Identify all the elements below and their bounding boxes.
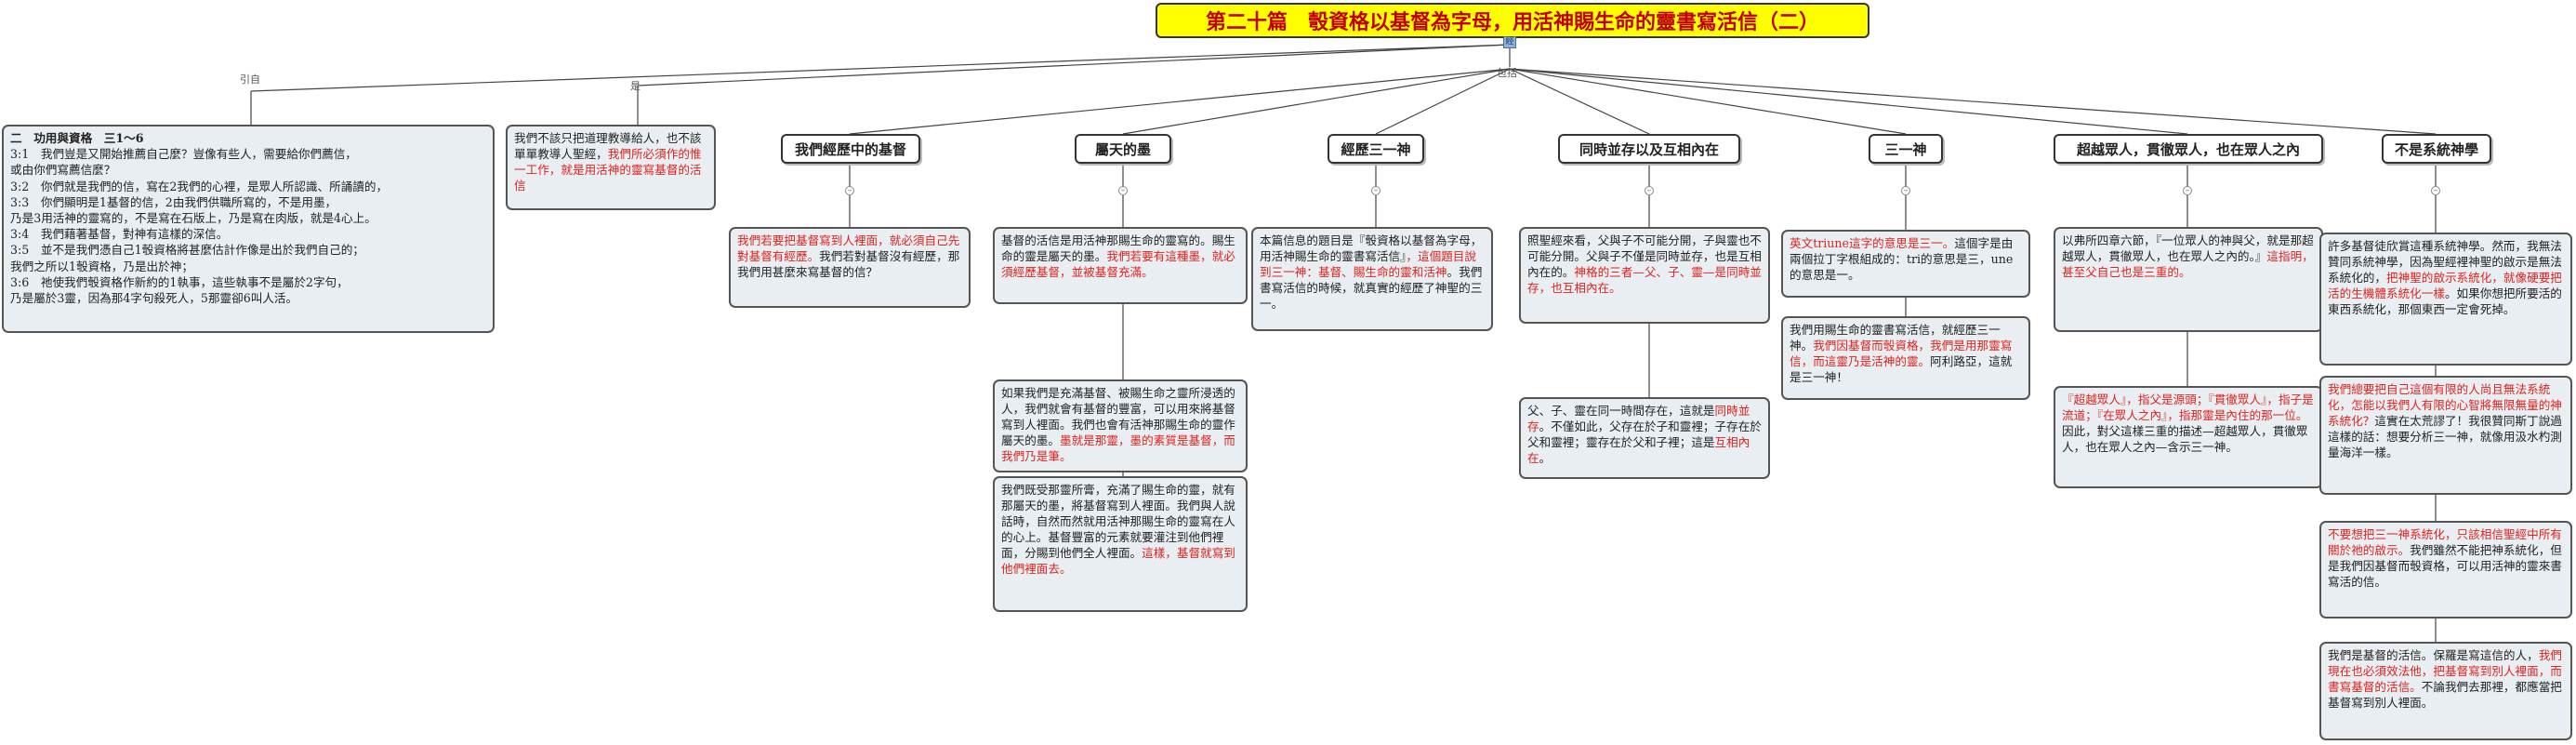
- note-text: 如果我們是充滿基督、被賜生命之靈所浸透的人，我們就會有基督的豐富，可以用來將基督…: [1001, 386, 1235, 447]
- category-heavenly-ink[interactable]: 屬天的墨: [1075, 134, 1171, 164]
- note-transcend-1: 以弗所四章六節，『一位眾人的神與父，就是那超越眾人，貫徹眾人，也在眾人之內的。』…: [2054, 227, 2323, 332]
- note-triune-2: 我們用賜生命的靈書寫活信，就經歷三一神。我們因基督而彀資格，我們是用那靈寫信，而…: [1781, 316, 2030, 400]
- main-note-box: 我們不該只把道理教導給人，也不該單單教導人聖經，我們所必須作的惟一工作，就是用活…: [506, 125, 716, 210]
- page-title: 第二十篇 彀資格以基督為字母，用活神賜生命的靈書寫活信（二）: [1156, 3, 1869, 38]
- hub-node-icon[interactable]: 經: [1503, 36, 1516, 48]
- note-triune-experience: 本篇信息的題目是『彀資格以基督為字母，用活神賜生命的靈書寫活信』，這個題目說到三…: [1251, 227, 1493, 331]
- note-systematic-4: 我們是基督的活信。保羅是寫這信的人，我們現在也必須效法他，把基督寫到別人裡面，而…: [2319, 642, 2572, 740]
- note-text: 照聖經來看，父與子不可能分開，子與靈也不可能分開。父與子不僅是同時並存，也是互相…: [1527, 233, 1762, 279]
- collapse-icon[interactable]: –: [2431, 186, 2440, 195]
- scripture-line: 3:1 我們豈是又開始推薦自己麼？豈像有些人，需要給你們薦信，: [10, 147, 357, 162]
- note-text: 阿利路亞，這就是三一神！: [1790, 354, 2013, 384]
- scripture-box: 二 功用與資格 三1～6 3:1 我們豈是又開始推薦自己麼？豈像有些人，需要給你…: [2, 125, 495, 333]
- note-coexist-1: 照聖經來看，父與子不可能分開，子與靈也不可能分開。父與子不僅是同時並存，也是互相…: [1519, 227, 1770, 324]
- category-christ-in-experience[interactable]: 我們經歷中的基督: [781, 134, 920, 164]
- note-text: 我們若對基督沒有經歷，那我們用甚麼來寫基督的信？: [737, 249, 960, 279]
- note-text: 因此，對父這樣三重的描述—超越眾人，貫徹眾人，也在眾人之內—含示三一神。: [2062, 424, 2308, 454]
- note-text: 。如果你想把所要活的東西系統化，那個東西一定會死掉。: [2328, 286, 2562, 316]
- note-triune-1: 英文triune這字的意思是三一。這個字是由兩個拉丁字根組成的：tri的意思是三…: [1781, 230, 2030, 298]
- note-highlight: 神格的三者—父、子、靈—是同時並存，也互相內在。: [1527, 265, 1762, 295]
- note-text: 。: [1539, 451, 1552, 465]
- note-transcend-2: 『超越眾人』，指父是源頭；『貫徹眾人』，指子是流道；『在眾人之內』，指那靈是內住…: [2054, 386, 2323, 488]
- collapse-icon[interactable]: –: [1901, 186, 1910, 195]
- main-note-highlight: 我們所必須作的惟一工作，就是用活神的靈寫基督的活信: [514, 147, 702, 193]
- note-text: 基督的活信是用活神那賜生命的靈寫的。賜生命的靈是屬天的墨。: [1001, 233, 1235, 263]
- note-text: 這個字是由兩個拉丁字根組成的：tri的意思是三，une的意思是一。: [1790, 236, 2014, 282]
- note-highlight: 不要想把三一神系統化，只該相信聖經中所有關於祂的啟示。: [2328, 527, 2562, 557]
- scripture-line: 3:5 並不是我們憑自己1彀資格將甚麼估計作像是出於我們自己的；: [10, 243, 364, 258]
- category-triune-god[interactable]: 三一神: [1869, 134, 1943, 164]
- branch-label-include: 包括: [1497, 67, 1517, 79]
- note-text: 。不僅如此，父存在於子和靈裡；子存在於父和靈裡；靈存在於父和子裡；這是: [1527, 419, 1762, 449]
- scripture-line: 3:2 你們就是我們的信，寫在2我們的心裡，是眾人所認識、所誦讀的，: [10, 179, 389, 193]
- note-ink-2: 如果我們是充滿基督、被賜生命之靈所浸透的人，我們就會有基督的豐富，可以用來將基督…: [993, 379, 1248, 472]
- note-systematic-2: 我們總要把自己這個有限的人尚且無法系統化，怎能以我們人有限的心智將無限無量的神系…: [2319, 376, 2572, 495]
- collapse-icon[interactable]: –: [845, 186, 854, 195]
- note-text: 我們雖然不能把神系統化，但是我們因基督而彀資格，可以用活神的靈來書寫活的信。: [2328, 543, 2562, 589]
- note-text: 本篇信息的題目是『彀資格以基督為字母，用活神賜生命的靈書寫活信』: [1260, 233, 1483, 263]
- note-ink-1: 基督的活信是用活神那賜生命的靈寫的。賜生命的靈是屬天的墨。我們若要有這種墨，就必…: [993, 227, 1248, 304]
- note-text: 這實在太荒謬了！我很贊同斯丁說過這樣的話：想要分析三一神，就像用汲水杓測量海洋一…: [2328, 414, 2562, 459]
- collapse-icon[interactable]: –: [1118, 186, 1128, 195]
- scripture-line: 乃是屬於3靈，因為那4字句殺死人，5那靈卻6叫人活。: [10, 291, 298, 306]
- note-systematic-1: 許多基督徒欣賞這種系統神學。然而，我無法贊同系統神學，因為聖經裡神聖的啟示是無法…: [2319, 233, 2572, 366]
- scripture-line: 3:6 祂使我們彀資格作新約的1執事，這些執事不是屬於2字句，: [10, 274, 349, 289]
- note-highlight: 把神聖的啟示系統化，就像硬要把活的生機體系統化一樣: [2328, 271, 2562, 300]
- note-experience: 我們若要把基督寫到人裡面，就必須自己先對基督有經歷。我們若對基督沒有經歷，那我們…: [729, 227, 971, 308]
- note-highlight: 我們若要有這種墨，就必須經歷基督，並被基督充滿。: [1001, 249, 1235, 279]
- note-highlight: 我們總要把自己這個有限的人尚且無法系統化，怎能以我們人有限的心智將無限無量的神系…: [2328, 382, 2562, 428]
- collapse-icon[interactable]: –: [1645, 186, 1654, 195]
- scripture-line: 3:4 我們藉著基督，對神有這樣的深信。: [10, 227, 229, 242]
- scripture-line: 乃是3用活神的靈寫的，不是寫在石版上，乃是寫在肉版，就是4心上。: [10, 211, 376, 226]
- note-highlight: 『超越眾人』，指父是源頭；『貫徹眾人』，指子是流道；『在眾人之內』，指那靈是內住…: [2062, 392, 2314, 422]
- category-transcending-all[interactable]: 超越眾人，貫徹眾人，也在眾人之內: [2054, 134, 2323, 164]
- note-highlight: 這指明，甚至父自己也是三重的。: [2062, 249, 2314, 279]
- note-systematic-3: 不要想把三一神系統化，只該相信聖經中所有關於祂的啟示。我們雖然不能把神系統化，但…: [2319, 521, 2572, 619]
- note-highlight: 墨就是那靈，墨的素質是基督，而我們乃是筆。: [1001, 433, 1235, 463]
- note-ink-3: 我們既受那靈所膏，充滿了賜生命的靈，就有那屬天的墨，將基督寫到人裡面。我們與人說…: [993, 476, 1248, 612]
- main-note-text: 我們不該只把道理教導給人，也不該單單教導人聖經，: [514, 131, 702, 161]
- note-highlight: 英文triune這字的意思是三一。: [1790, 236, 1955, 250]
- note-text: 我們是基督的活信。保羅是寫這信的人，: [2328, 648, 2539, 662]
- note-highlight: 同時並存: [1527, 404, 1750, 433]
- note-text: 。我們書寫活信的時候，就真實的經歷了神聖的三一。: [1260, 265, 1483, 311]
- note-highlight: ，這個題目說到三一神：基督、賜生命的靈和活神: [1260, 249, 1476, 279]
- note-highlight: 我們現在也必須效法他，把基督寫到別人裡面，而書寫基督的活信。: [2328, 648, 2562, 694]
- note-text: 我們既受那靈所膏，充滿了賜生命的靈，就有那屬天的墨，將基督寫到人裡面。我們與人說…: [1001, 483, 1235, 560]
- note-text: 不論我們去那裡，都應當把基督寫到別人裡面。: [2328, 680, 2562, 710]
- scripture-line: 或由你們寫薦信麼？: [10, 163, 116, 178]
- note-text: 許多基督徒欣賞這種系統神學。然而，我無法贊同系統神學，因為聖經裡神聖的啟示是無法…: [2328, 239, 2562, 285]
- note-highlight: 互相內在: [1527, 435, 1750, 465]
- scripture-heading: 二 功用與資格 三1～6: [10, 131, 144, 145]
- category-not-systematic-theology[interactable]: 不是系統神學: [2382, 134, 2491, 164]
- scripture-line: 我們之所以1彀資格，乃是出於神；: [10, 259, 193, 273]
- branch-label-main: 是: [630, 80, 641, 92]
- branch-label-quote: 引自: [240, 73, 260, 86]
- note-text: 我們用賜生命的靈書寫活信，就經歷三一神。: [1790, 323, 2001, 353]
- note-text: 父、子、靈在同一時間存在，這就是: [1527, 404, 1715, 418]
- note-coexist-2: 父、子、靈在同一時間存在，這就是同時並存。不僅如此，父存在於子和靈裡；子存在於父…: [1519, 397, 1770, 479]
- category-coexistence[interactable]: 同時並存以及互相內在: [1558, 134, 1740, 164]
- collapse-icon[interactable]: –: [2183, 186, 2192, 195]
- note-highlight: 我們若要把基督寫到人裡面，就必須自己先對基督有經歷。: [737, 233, 960, 263]
- collapse-icon[interactable]: –: [1371, 186, 1380, 195]
- category-experience-triune-god[interactable]: 經歷三一神: [1328, 134, 1424, 164]
- scripture-line: 3:3 你們顯明是1基督的信，2由我們供職所寫的，不是用墨，: [10, 194, 337, 209]
- note-highlight: 這樣，基督就寫到他們裡面去。: [1001, 546, 1235, 576]
- note-text: 以弗所四章六節，『一位眾人的神與父，就是那超越眾人，貫徹眾人，也在眾人之內的。』: [2062, 233, 2314, 263]
- note-highlight: 我們因基督而彀資格，我們是用那靈寫信，而這靈乃是活神的靈。: [1790, 339, 2013, 368]
